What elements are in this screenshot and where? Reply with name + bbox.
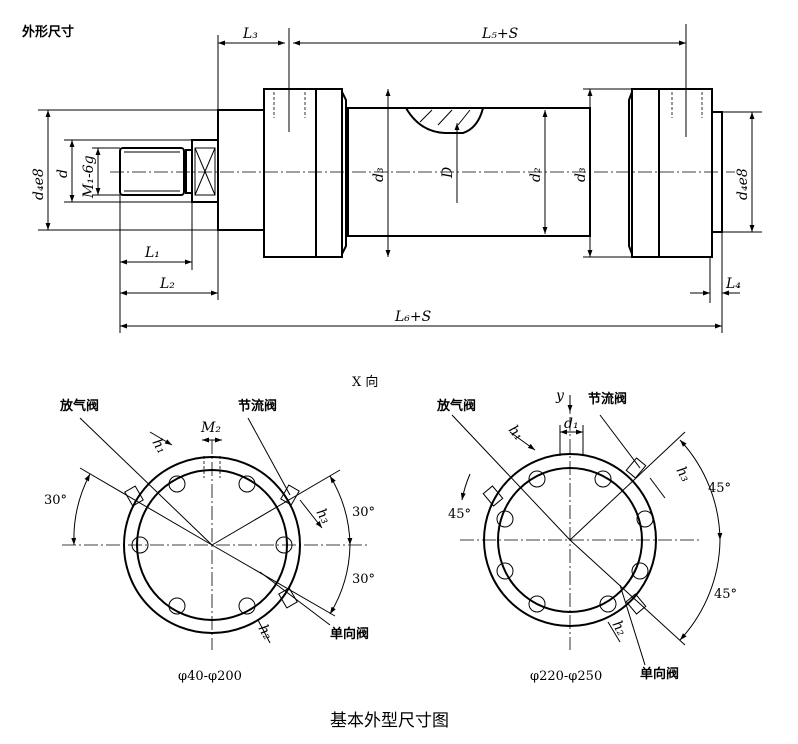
dim-d1: d₁ [564,416,579,432]
angle-left: 30° [44,493,67,508]
vent-valve-port [124,485,144,507]
inner-circle [136,469,288,621]
bolt-holes [131,475,293,615]
dim-h2: h₂ [609,618,630,639]
section-label: 外形尺寸 [21,24,74,40]
dim-M1-6g: M₁-6g [81,155,97,199]
thread-end [119,147,185,196]
dim-M2: M₂ [200,420,221,436]
right-boss [711,111,723,233]
outer-circle [483,453,657,627]
vent-valve-label: 放气阀 [59,398,99,414]
cylinder-side-view: L₃ L₅+S L₁ L₂ L₆+S L₄ d₄e8 d M₁-6g d₃ D … [31,24,762,333]
dim-h1: h₁ [149,436,170,457]
throttle-valve-label: 节流阀 [238,398,277,414]
angle-right-top: 30° [352,505,375,520]
dim-d4e8-right: d₄e8 [735,168,751,200]
axis-y: y [555,388,565,404]
angle-left: 45° [448,507,471,522]
dim-L3: L₃ [242,26,258,42]
dim-d2: d₂ [528,167,544,182]
dim-h2: h₂ [255,622,276,643]
inner-circle [497,467,643,613]
throttle-valve-port [625,457,647,479]
dim-d4e8-left: d₄e8 [31,168,47,200]
dim-L4: L₄ [725,276,741,292]
dim-d3-right: d₃ [573,167,589,182]
dim-h3: h₃ [673,464,694,485]
dim-d: d [55,169,71,178]
dim-L1: L₁ [144,245,160,261]
end-view-large: 放气阀 节流阀 单向阀 d₁ y h₁ h₃ h₂ 45° 45° 45° φ2… [436,388,737,684]
dim-h1: h₁ [505,422,527,443]
size-range: φ40-φ200 [178,669,242,684]
dim-L5-S: L₅+S [481,26,518,42]
check-valve-port [625,593,647,615]
check-valve-port [278,587,298,609]
bolt-holes [496,470,654,613]
figure-caption: 基本外型尺寸图 [330,711,449,731]
welded-port [405,107,484,134]
dim-L6-S: L₆+S [394,309,431,325]
end-view-small: 放气阀 节流阀 单向阀 M₂ h₁ h₃ h₂ 30° 30° 30° φ40-… [44,398,375,684]
angle-right-top: 45° [708,481,731,496]
check-valve-label: 单向阀 [330,626,369,642]
angle-right-bottom: 30° [352,572,375,587]
check-valve-label: 单向阀 [640,666,679,682]
vent-valve-label: 放气阀 [436,398,476,414]
dim-L2: L₂ [159,276,175,292]
vent-valve-port [482,485,504,507]
dim-d3-left: d₃ [371,167,387,182]
outer-circle [123,456,301,634]
angle-right-bottom: 45° [714,587,737,602]
dim-D: D [440,167,456,179]
view-label: X 向 [352,374,378,390]
rod-gland [217,109,265,231]
size-range: φ220-φ250 [530,669,602,684]
throttle-valve-label: 节流阀 [588,391,627,407]
dim-h3: h₃ [313,506,334,527]
left-end-cap [263,88,343,258]
